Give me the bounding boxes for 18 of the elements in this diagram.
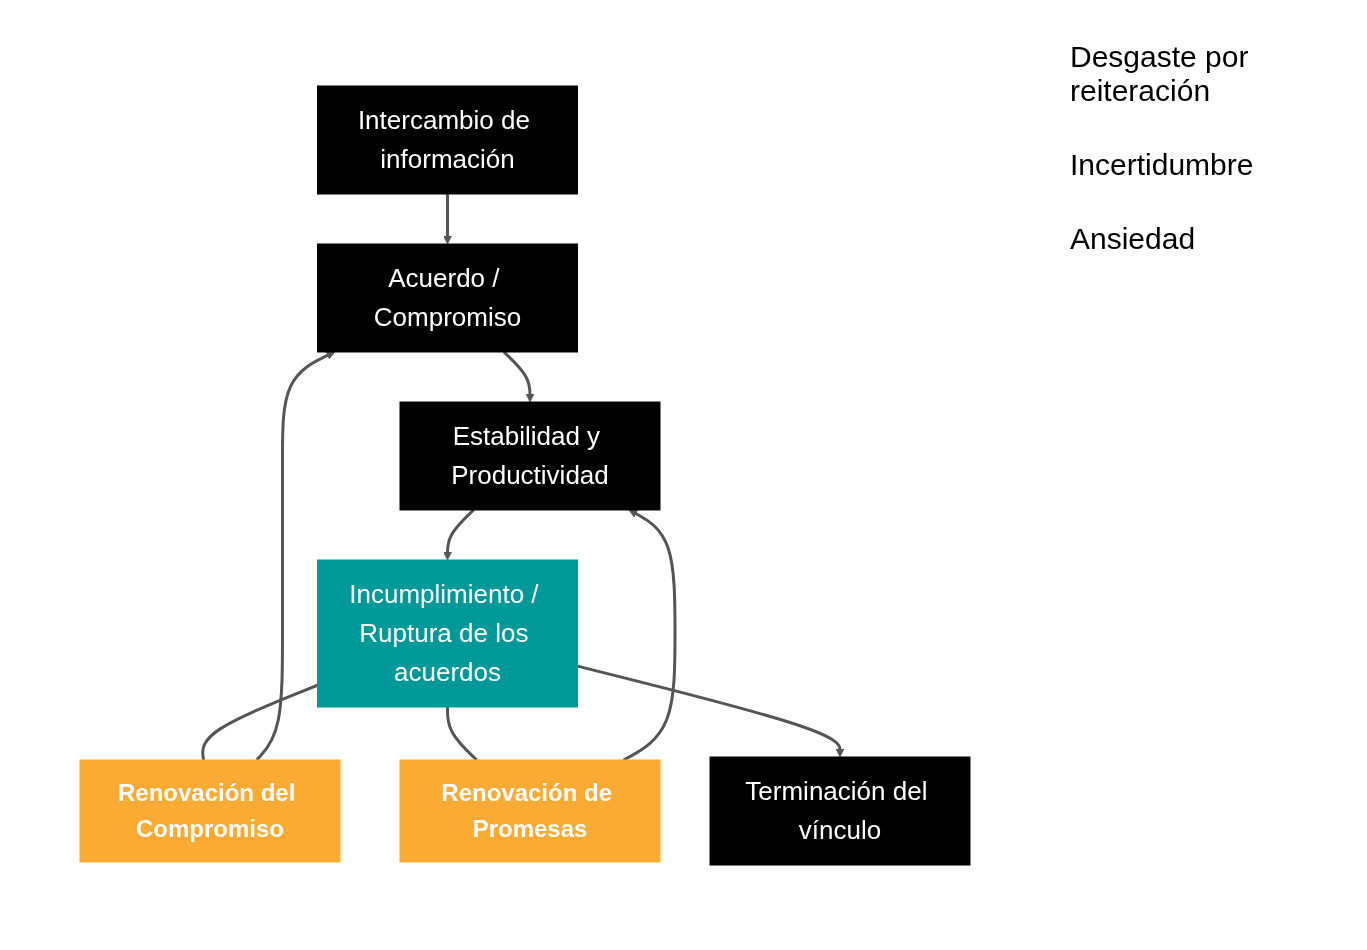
node-box: Renovación de Promesas	[399, 759, 661, 862]
node-box: Estabilidad y Productividad	[399, 401, 661, 510]
node-box: Incumplimiento / Ruptura de los acuerdos	[317, 559, 578, 707]
note-text: Ansiedad	[1070, 222, 1197, 256]
node-box: Terminación del vínculo	[709, 756, 971, 865]
arrow	[577, 664, 845, 757]
arrow	[255, 350, 336, 761]
note-text: Incertidumbre	[1070, 148, 1255, 182]
node-box: Intercambio de información	[317, 85, 578, 194]
arrow	[502, 350, 535, 402]
connector	[446, 706, 478, 761]
arrow	[443, 508, 475, 560]
node-box: Renovación del Compromiso	[79, 759, 341, 862]
arrow	[622, 509, 677, 761]
node-box: Acuerdo / Compromiso	[317, 243, 578, 352]
arrow	[443, 193, 452, 244]
connector	[201, 683, 319, 760]
note-text: Desgaste por reiteración	[1070, 40, 1250, 108]
